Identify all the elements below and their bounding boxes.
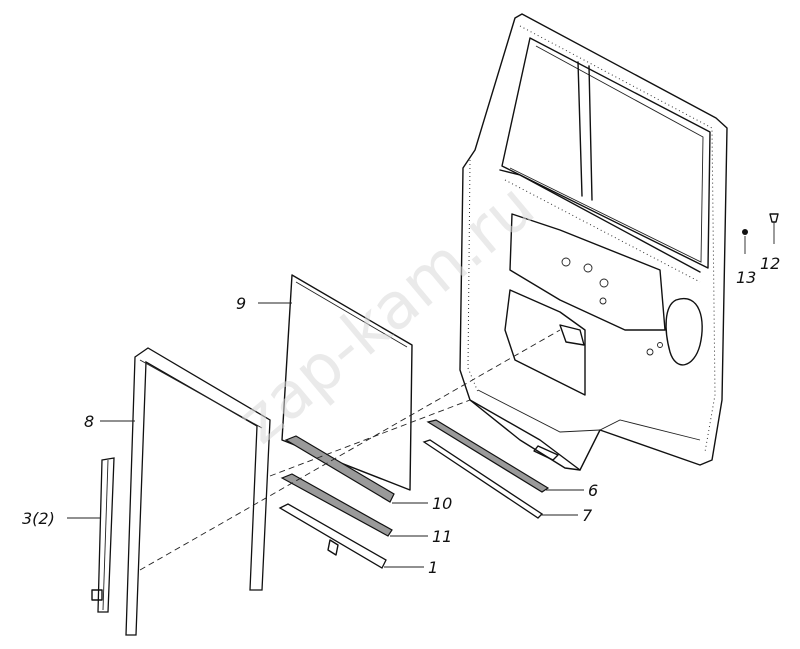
label-9: 9: [236, 294, 246, 313]
fastener-12-part: [769, 213, 779, 244]
seal-6-part: [426, 419, 550, 493]
label-13: 13: [736, 268, 756, 287]
label-3-2: 3(2): [22, 509, 55, 528]
label-1: 1: [428, 558, 438, 577]
seal-strip-11-part: [280, 473, 393, 537]
label-8: 8: [84, 412, 94, 431]
label-7: 7: [582, 506, 593, 525]
label-10: 10: [432, 494, 452, 513]
glass-part: [281, 274, 413, 491]
seal-strip-10-part: [284, 435, 395, 503]
lower-strip-part: [278, 503, 387, 569]
fastener-13-part: [742, 229, 748, 254]
glass-run-channel-part: [125, 347, 271, 636]
leader-lines: [67, 302, 584, 568]
door-frame: [459, 13, 728, 471]
assembly-lines: [139, 329, 561, 571]
label-11: 11: [432, 527, 452, 546]
label-12: 12: [760, 254, 780, 273]
seal-7-part: [422, 439, 544, 519]
label-6: 6: [588, 481, 598, 500]
watermark-text: zap-kam.ru: [224, 169, 548, 458]
guide-channel-part: [91, 457, 115, 613]
